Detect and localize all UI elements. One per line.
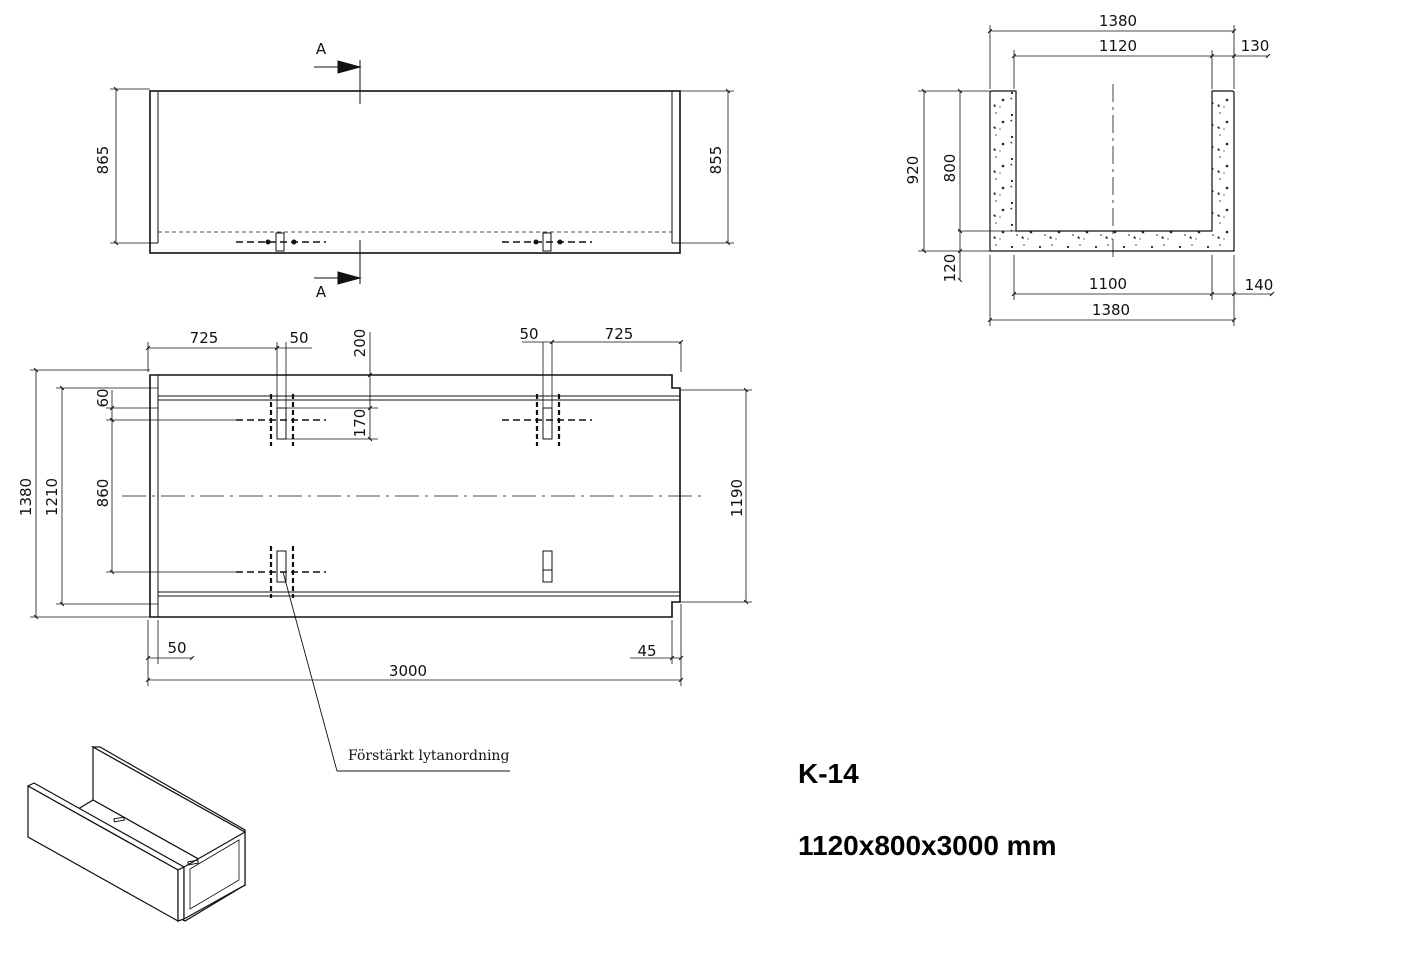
dim-section-inner-height: 800 bbox=[941, 154, 959, 183]
dim-inner-width: 1210 bbox=[43, 478, 61, 516]
plan-slot-bottom-left bbox=[236, 546, 326, 598]
side-dim-855 bbox=[680, 88, 734, 246]
dim-right-slot: 50 bbox=[519, 325, 538, 343]
dim-outer-width: 1380 bbox=[17, 478, 35, 516]
dim-slot-spacing: 860 bbox=[94, 479, 112, 508]
plan-view bbox=[30, 332, 752, 772]
dim-total-length: 3000 bbox=[389, 662, 427, 680]
dim-right-offset: 725 bbox=[605, 325, 634, 343]
dim-section-wall-top: 130 bbox=[1241, 37, 1270, 55]
dim-section-floor-thickness: 120 bbox=[941, 254, 959, 283]
dim-left-offset: 725 bbox=[190, 329, 219, 347]
dim-section-outer-bottom: 1380 bbox=[1092, 301, 1130, 319]
section-dims bbox=[918, 25, 1275, 326]
dim-section-total-height: 920 bbox=[904, 156, 922, 185]
dim-right-end: 45 bbox=[637, 642, 656, 660]
dim-side-height-left: 865 bbox=[94, 146, 112, 175]
iso-end-face bbox=[183, 830, 246, 921]
side-view-outline bbox=[149, 90, 681, 254]
plan-dims-right bbox=[680, 387, 752, 605]
annotation-label: Förstärkt lytanordning bbox=[348, 748, 509, 764]
model-code: K-14 bbox=[798, 758, 859, 789]
dim-right-width: 1190 bbox=[728, 479, 746, 517]
annotation-leader bbox=[282, 571, 338, 772]
dim-left-slot: 50 bbox=[289, 329, 308, 347]
plan-slot-top-right bbox=[502, 394, 592, 446]
dim-section-floor-width: 1100 bbox=[1089, 275, 1127, 293]
dim-section-wall-bottom: 140 bbox=[1245, 276, 1274, 294]
iso-front-end bbox=[177, 866, 185, 922]
side-slot-left bbox=[236, 232, 326, 252]
section-marker-bottom: A bbox=[316, 283, 327, 301]
isometric-view bbox=[26, 745, 247, 923]
side-dim-865 bbox=[110, 86, 150, 246]
model-size: 1120x800x3000 mm bbox=[798, 830, 1057, 861]
dim-section-inner-width: 1120 bbox=[1099, 37, 1137, 55]
plan-slot-bottom-right bbox=[542, 550, 553, 583]
cross-section bbox=[989, 84, 1235, 258]
plan-slot-top-left bbox=[236, 394, 326, 446]
dim-left-end: 50 bbox=[167, 639, 186, 657]
dim-slot-edge: 60 bbox=[94, 388, 112, 407]
side-slot-right bbox=[502, 232, 592, 252]
dim-slot-length: 170 bbox=[351, 409, 369, 438]
section-marker-top: A bbox=[316, 40, 327, 58]
plan-dims-bottom bbox=[148, 604, 684, 686]
dim-side-height-right: 855 bbox=[707, 146, 725, 175]
section-line-a bbox=[314, 60, 362, 285]
plan-dims-left bbox=[30, 367, 236, 620]
section-concrete-body bbox=[989, 90, 1235, 252]
side-view bbox=[110, 60, 734, 285]
plan-dims-top bbox=[145, 332, 684, 442]
dim-section-outer-top: 1380 bbox=[1099, 12, 1137, 30]
dim-top-offset: 200 bbox=[351, 329, 369, 358]
